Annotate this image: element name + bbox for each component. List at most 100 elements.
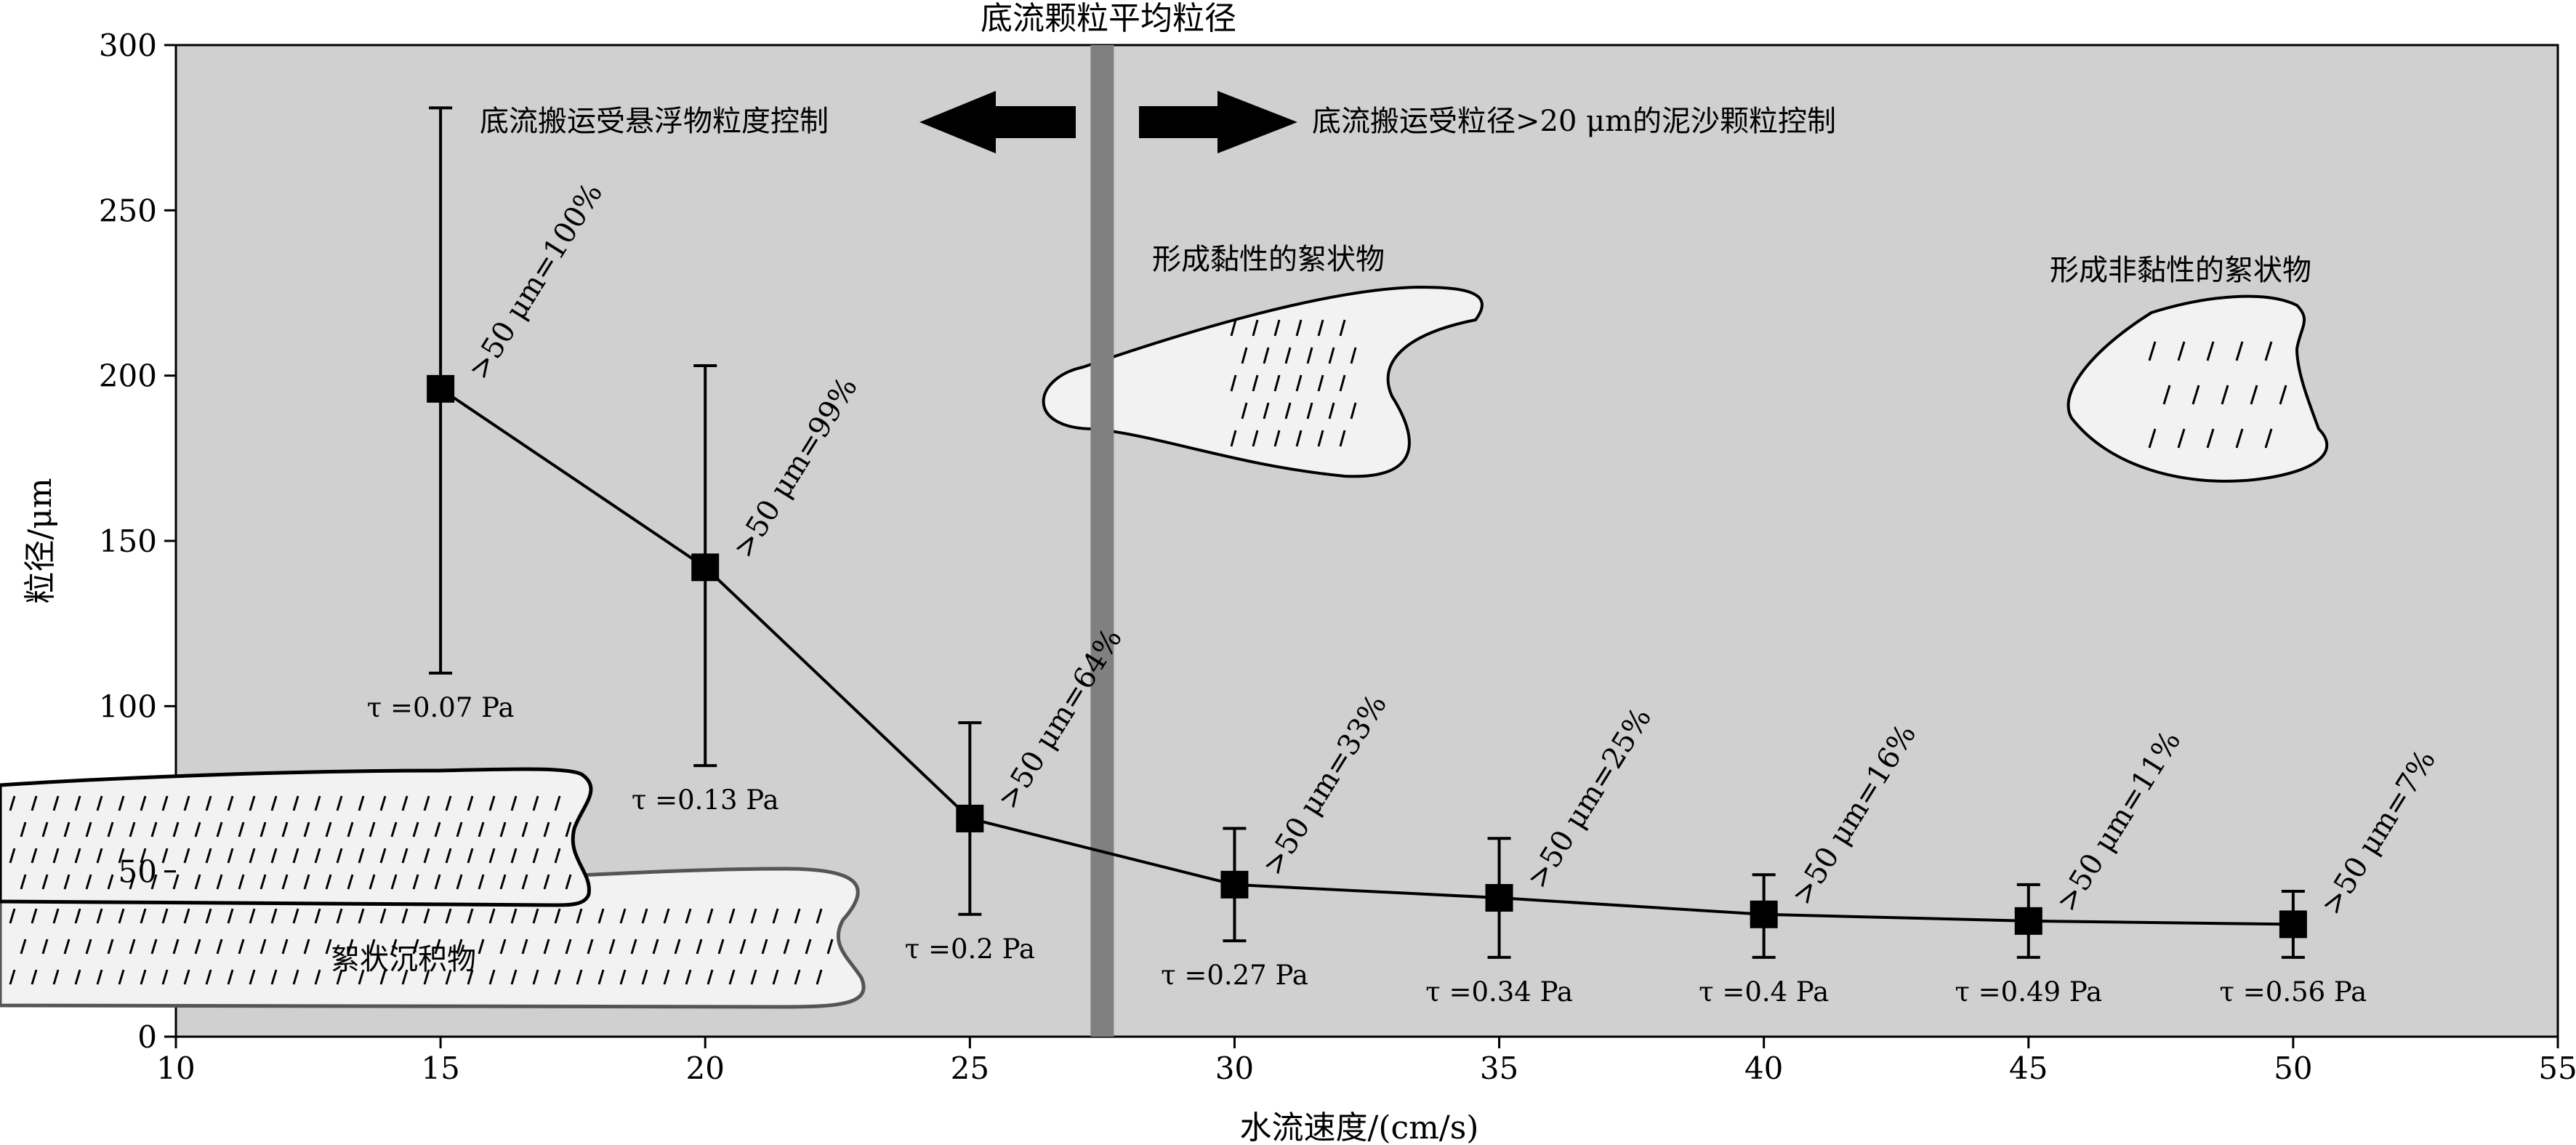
floc-dash <box>96 795 103 811</box>
floc-deposit-label: 絮状沉积物 <box>331 943 476 976</box>
floc-dash <box>379 848 387 864</box>
x-tick-label: 25 <box>951 1050 989 1086</box>
floc-dash <box>227 908 234 924</box>
floc-dash <box>510 848 518 864</box>
floc-dash <box>238 821 245 837</box>
floc-dash <box>521 821 528 837</box>
floc-dash <box>456 821 463 837</box>
floc-dash <box>499 874 507 890</box>
floc-dash <box>2206 341 2215 361</box>
floc-dash <box>336 795 343 811</box>
floc-dash <box>423 969 430 985</box>
floc-dash <box>161 969 169 985</box>
floc-dash <box>161 795 169 811</box>
floc-dash <box>347 874 354 890</box>
floc-dash <box>216 821 223 837</box>
floc-dash <box>270 908 278 924</box>
floc-dash <box>161 908 169 924</box>
floc-dash <box>467 795 474 811</box>
floc-dash <box>478 821 485 837</box>
floc-deposit-upper-shape <box>0 767 593 907</box>
floc-dash <box>85 939 92 955</box>
floc-dash <box>554 908 561 924</box>
y-tick-label: 300 <box>99 28 157 63</box>
floc-dash <box>20 939 27 955</box>
floc-dash <box>2162 385 2171 405</box>
floc-dash <box>390 939 398 955</box>
floc-dash <box>303 874 310 890</box>
floc-dash <box>107 939 114 955</box>
floc-dash <box>674 939 681 955</box>
data-point <box>956 804 984 832</box>
floc-dash <box>2264 428 2273 449</box>
floc-dash <box>172 874 180 890</box>
cohesive-floc-shape <box>1042 285 1484 478</box>
floc-dash <box>423 908 430 924</box>
floc-dash <box>303 939 310 955</box>
floc-dash <box>1317 430 1324 447</box>
floc-dash <box>401 908 408 924</box>
floc-dash <box>270 969 278 985</box>
floc-dash <box>358 848 365 864</box>
floc-dash <box>150 821 158 837</box>
floc-dash <box>2148 341 2157 361</box>
floc-dash <box>9 795 16 811</box>
floc-dash <box>1284 347 1292 364</box>
floc-dash <box>630 939 637 955</box>
floc-dash <box>161 848 169 864</box>
floc-dash <box>663 969 670 985</box>
floc-dash <box>1263 347 1270 364</box>
floc-dash <box>118 908 125 924</box>
series-line <box>427 106 2307 959</box>
floc-dash <box>608 939 616 955</box>
floc-dash <box>96 848 103 864</box>
floc-dash <box>565 939 572 955</box>
floc-dash <box>467 969 474 985</box>
floc-dash <box>728 908 736 924</box>
floc-dash <box>597 908 605 924</box>
floc-dash <box>249 969 256 985</box>
floc-dash <box>314 908 321 924</box>
floc-dash <box>216 874 223 890</box>
floc-dash <box>510 795 518 811</box>
floc-dash <box>783 939 790 955</box>
floc-dash <box>172 821 180 837</box>
floc-dash <box>412 874 419 890</box>
floc-dash <box>314 969 321 985</box>
floc-dash <box>358 908 365 924</box>
tau-label: τ =0.07 Pa <box>367 692 515 723</box>
floc-dash <box>205 795 212 811</box>
floc-dash <box>587 939 594 955</box>
floc-dash <box>216 939 223 955</box>
floc-dash <box>1306 402 1313 419</box>
floc-dash <box>96 908 103 924</box>
floc-dash <box>761 939 768 955</box>
floc-dash <box>31 969 38 985</box>
floc-dash <box>1295 430 1303 447</box>
floc-dash <box>445 795 452 811</box>
floc-dash <box>118 795 125 811</box>
floc-dash <box>325 874 332 890</box>
floc-dash <box>292 848 299 864</box>
floc-dash <box>325 939 332 955</box>
floc-dash <box>85 874 92 890</box>
floc-deposit-upper <box>0 767 593 907</box>
floc-dash <box>663 908 670 924</box>
floc-dash <box>150 939 158 955</box>
floc-dash <box>205 908 212 924</box>
y-tick-label: 0 <box>137 1019 157 1055</box>
floc-dash <box>401 795 408 811</box>
floc-dash <box>728 969 736 985</box>
floc-dash <box>31 848 38 864</box>
floc-dash <box>379 795 387 811</box>
floc-dash <box>358 795 365 811</box>
floc-dash <box>826 939 834 955</box>
floc-dash <box>52 969 60 985</box>
floc-dash <box>249 848 256 864</box>
floc-dash <box>1273 374 1281 392</box>
floc-dash <box>434 821 441 837</box>
floc-dash <box>85 821 92 837</box>
floc-illustrations <box>0 285 2329 1009</box>
floc-dash <box>576 908 583 924</box>
